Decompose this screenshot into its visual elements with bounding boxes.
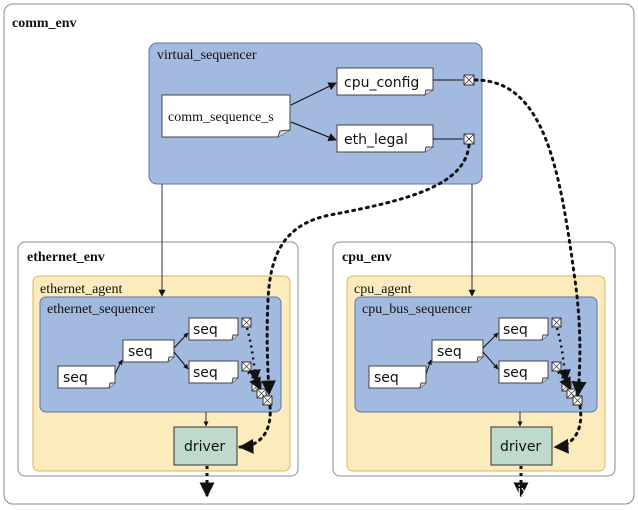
cpu-port-top-icon: [551, 317, 562, 328]
cpu-seq-bottom-label: seq: [503, 365, 528, 381]
eth-seq-top: [188, 317, 239, 341]
dotted-arrow-cpu-stack-to-driver: [553, 404, 583, 454]
eth-seq-small-label: seq: [63, 370, 88, 386]
cpu-sequencer-title: cpu_bus_sequencer: [362, 302, 472, 317]
cpu-driver-box: [490, 426, 553, 466]
cpu-config-port-icon: [463, 74, 475, 86]
eth-legal-port-icon: [463, 133, 475, 145]
virtual-sequencer-title: virtual_sequencer: [157, 48, 257, 63]
eth-seq-bottom: [188, 360, 239, 384]
cpu-config-label: cpu_config: [344, 75, 419, 91]
comm-env-title: comm_env: [12, 16, 77, 31]
dotted-arrow-ethernet-stack-to-driver: [238, 404, 272, 454]
watermark-text: https://blog.csdn.net/weixin_46022434: [360, 483, 615, 500]
cpu-port-bottom-icon: [551, 361, 562, 372]
cpu-seq-top: [498, 317, 549, 341]
eth-port-top-icon: [241, 317, 252, 328]
cpu-driver-label: driver: [500, 439, 541, 455]
cpu-seq-bottom: [498, 360, 549, 384]
arrow-comm-to-eth-legal: [290, 121, 337, 142]
ethernet-driver-label: driver: [184, 439, 225, 455]
cpu-seq-small-label: seq: [374, 370, 399, 386]
ethernet-env-title: ethernet_env: [27, 250, 105, 265]
ethernet-agent-title: ethernet_agent: [40, 282, 123, 297]
cpu-seq-mid: [431, 339, 484, 363]
eth-seq-bottom-label: seq: [193, 365, 218, 381]
ethernet-driver-box: [173, 426, 238, 466]
cpu-env-title: cpu_env: [342, 250, 392, 265]
comm-sequence-label: comm_sequence_s: [168, 110, 274, 125]
cpu-seq-top-label: seq: [503, 322, 528, 338]
cpu-agent-title: cpu_agent: [354, 282, 412, 297]
cpu-seq-mid-label: seq: [437, 344, 462, 360]
eth-seq-mid-label: seq: [128, 344, 153, 360]
cpu-seq-small: [368, 365, 427, 389]
eth-seq-top-label: seq: [193, 322, 218, 338]
arrow-comm-to-cpu-config: [290, 82, 337, 106]
eth-seq-mid: [122, 339, 175, 363]
dotted-arrow-eth-legal-to-ethernet-sequencer: [260, 143, 471, 396]
ethernet-sequencer-title: ethernet_sequencer: [47, 302, 155, 317]
eth-port-bottom-icon: [241, 361, 252, 372]
eth-legal-label: eth_legal: [344, 132, 408, 148]
eth-seq-small: [57, 365, 116, 389]
dotted-arrow-cpu-config-to-cpu-sequencer: [473, 78, 587, 397]
